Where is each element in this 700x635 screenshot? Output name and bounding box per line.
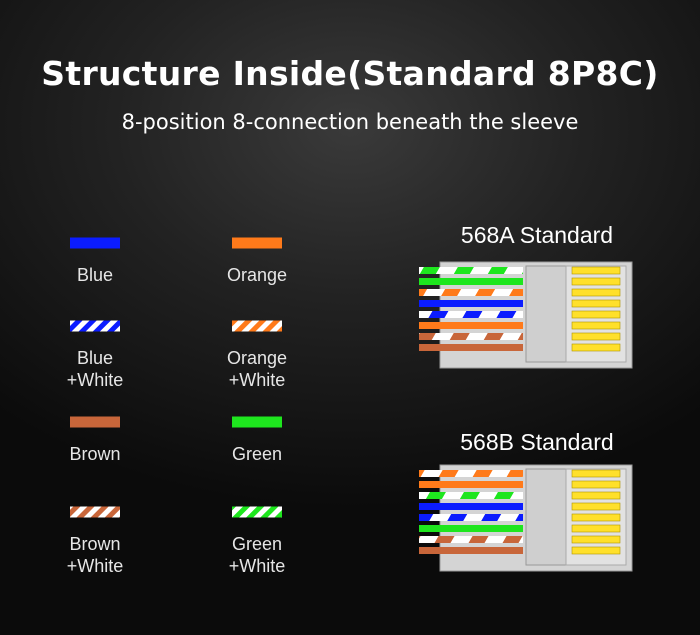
legend-swatch-brown-white [70,506,120,518]
gold-contact-1 [571,469,621,478]
legend-swatch-orange-white [232,320,282,332]
legend-swatch-blue-white [70,320,120,332]
gold-contact-3 [571,491,621,500]
page-title: Structure Inside(Standard 8P8C) [41,54,659,93]
gold-contact-5 [571,310,621,319]
wire-8-brown [419,344,523,351]
wire-5-blue-white [419,311,523,318]
gold-contact-8 [571,343,621,352]
legend-label: Brown [69,444,121,464]
legend-label: Green [231,444,283,464]
gold-contact-3 [571,288,621,297]
gold-contact-5 [571,513,621,522]
wire-2-green [419,278,523,285]
legend-label: Blue [76,265,114,285]
plug-latch [525,468,567,566]
legend-swatch-green-white [232,506,282,518]
gold-contact-6 [571,524,621,533]
legend-swatch-blue [70,237,120,249]
plug-latch [525,265,567,363]
legend-swatch-orange [232,237,282,249]
legend-label: Orange+White [226,348,288,390]
standard-title-b: 568B Standard [460,429,614,455]
gold-contact-7 [571,332,621,341]
wire-2-orange [419,481,523,488]
gold-contact-6 [571,321,621,330]
wire-6-orange [419,322,523,329]
wire-7-brown-white [419,536,523,543]
gold-contact-7 [571,535,621,544]
gold-contact-1 [571,266,621,275]
wire-1-green-white [419,267,523,274]
legend-label: Brown+White [66,534,124,576]
wire-4-blue [419,300,523,307]
wire-7-brown-white [419,333,523,340]
standard-title-a: 568A Standard [460,222,614,248]
gold-contact-2 [571,277,621,286]
wire-1-orange-white [419,470,523,477]
legend-label: Orange [226,265,288,285]
connector-568a [419,261,633,369]
wire-6-green [419,525,523,532]
gold-contact-4 [571,502,621,511]
wire-5-blue-white [419,514,523,521]
wire-3-green-white [419,492,523,499]
legend-label: Green+White [228,534,286,576]
wire-8-brown [419,547,523,554]
legend-swatch-green [232,416,282,428]
gold-contact-8 [571,546,621,555]
wire-4-blue [419,503,523,510]
legend-swatch-brown [70,416,120,428]
page-subtitle: 8-position 8-connection beneath the slee… [121,110,579,134]
connector-568b [419,464,633,572]
wire-3-orange-white [419,289,523,296]
gold-contact-4 [571,299,621,308]
legend-label: Blue+White [66,348,124,390]
gold-contact-2 [571,480,621,489]
